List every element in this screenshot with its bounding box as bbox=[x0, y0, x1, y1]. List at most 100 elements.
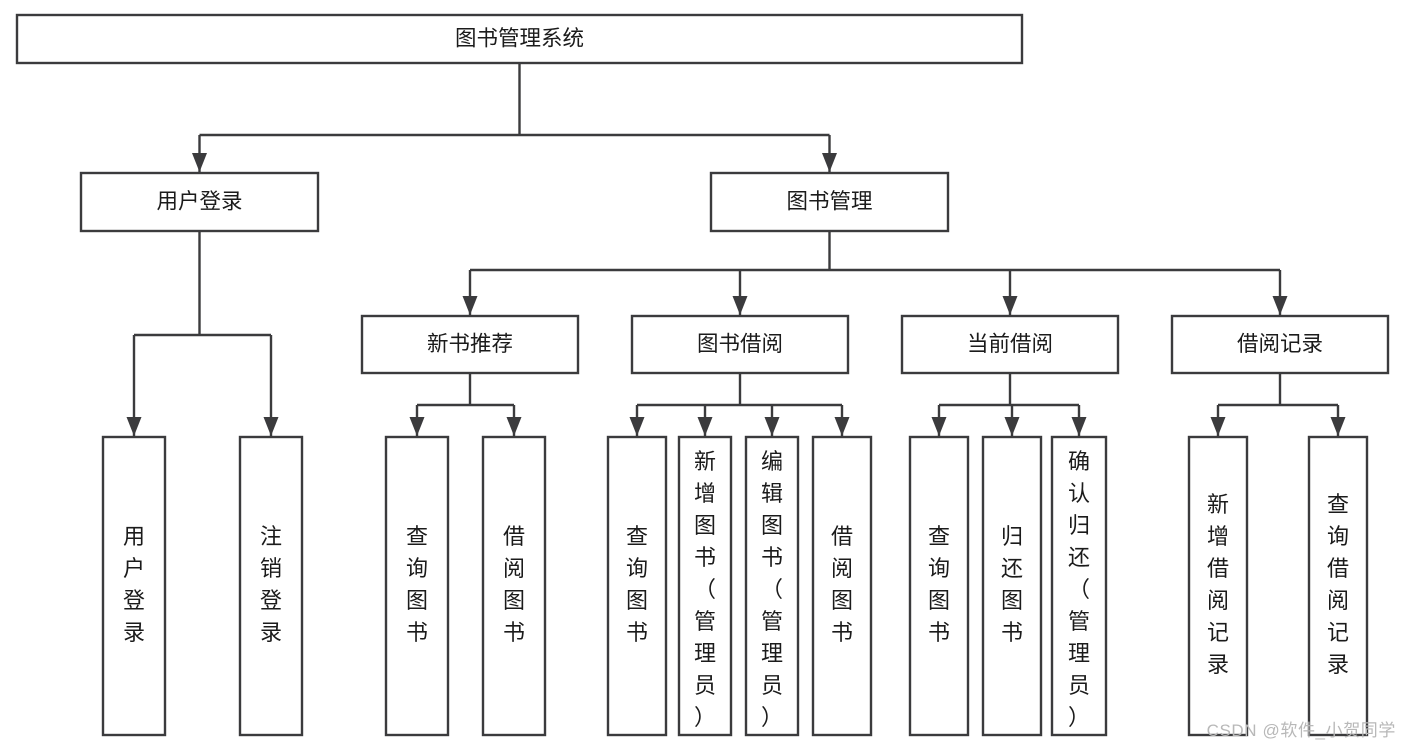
svg-text:记: 记 bbox=[1327, 620, 1349, 645]
svg-text:理: 理 bbox=[694, 641, 716, 666]
svg-text:登: 登 bbox=[260, 588, 282, 613]
svg-text:员: 员 bbox=[1068, 673, 1090, 698]
svg-text:编: 编 bbox=[761, 449, 783, 474]
svg-text:认: 认 bbox=[1068, 481, 1090, 506]
svg-text:书: 书 bbox=[1001, 620, 1023, 645]
svg-text:图: 图 bbox=[503, 588, 525, 613]
node-layer: 图书管理系统用户登录图书管理新书推荐图书借阅当前借阅借阅记录用户登录注销登录查询… bbox=[15, 13, 1390, 737]
svg-text:录: 录 bbox=[1327, 652, 1349, 677]
arrow-head-icon bbox=[126, 417, 142, 436]
svg-text:阅: 阅 bbox=[1207, 588, 1229, 613]
arrow-head-icon bbox=[1210, 417, 1226, 436]
node-leaf-user-login[interactable]: 用户登录 bbox=[101, 435, 167, 737]
svg-text:）: ） bbox=[694, 705, 716, 730]
arrow-head-icon bbox=[1272, 296, 1288, 315]
arrow-head-icon bbox=[506, 417, 522, 436]
arrow-head-icon bbox=[1330, 417, 1346, 436]
svg-text:书: 书 bbox=[761, 545, 783, 570]
node-new-book-rec[interactable]: 新书推荐 bbox=[360, 314, 580, 375]
svg-text:借: 借 bbox=[1207, 556, 1229, 581]
svg-text:录: 录 bbox=[1207, 652, 1229, 677]
svg-text:书: 书 bbox=[831, 620, 853, 645]
svg-text:询: 询 bbox=[1327, 524, 1349, 549]
svg-text:（: （ bbox=[761, 577, 783, 602]
svg-text:图: 图 bbox=[928, 588, 950, 613]
arrow-head-icon bbox=[263, 417, 279, 436]
svg-text:书: 书 bbox=[503, 620, 525, 645]
arrow-head-icon bbox=[1002, 296, 1018, 315]
node-current-borrow-label: 当前借阅 bbox=[967, 332, 1053, 356]
arrow-head-icon bbox=[1004, 417, 1020, 436]
svg-text:户: 户 bbox=[123, 556, 145, 581]
node-new-book-rec-label: 新书推荐 bbox=[427, 332, 513, 356]
svg-text:员: 员 bbox=[694, 673, 716, 698]
svg-text:）: ） bbox=[761, 705, 783, 730]
node-borrow-record[interactable]: 借阅记录 bbox=[1170, 314, 1390, 375]
svg-text:图: 图 bbox=[1001, 588, 1023, 613]
svg-text:图: 图 bbox=[626, 588, 648, 613]
node-current-borrow[interactable]: 当前借阅 bbox=[900, 314, 1120, 375]
svg-text:员: 员 bbox=[761, 673, 783, 698]
arrow-head-icon bbox=[834, 417, 850, 436]
svg-text:注: 注 bbox=[260, 524, 282, 549]
svg-text:询: 询 bbox=[626, 556, 648, 581]
svg-text:阅: 阅 bbox=[503, 556, 525, 581]
svg-text:借: 借 bbox=[1327, 556, 1349, 581]
svg-text:（: （ bbox=[694, 577, 716, 602]
svg-text:新: 新 bbox=[1207, 492, 1229, 517]
node-book-manage[interactable]: 图书管理 bbox=[709, 171, 950, 233]
svg-text:询: 询 bbox=[928, 556, 950, 581]
node-user-login-label: 用户登录 bbox=[156, 190, 242, 214]
node-book-borrow[interactable]: 图书借阅 bbox=[630, 314, 850, 375]
svg-text:阅: 阅 bbox=[831, 556, 853, 581]
node-borrow-record-label: 借阅记录 bbox=[1237, 332, 1323, 356]
node-user-login[interactable]: 用户登录 bbox=[79, 171, 320, 233]
arrow-head-icon bbox=[409, 417, 425, 436]
svg-text:用: 用 bbox=[123, 524, 145, 549]
svg-text:图: 图 bbox=[761, 513, 783, 538]
svg-text:书: 书 bbox=[694, 545, 716, 570]
arrow-head-icon bbox=[822, 153, 837, 172]
svg-text:确: 确 bbox=[1068, 449, 1090, 474]
svg-text:录: 录 bbox=[123, 620, 145, 645]
svg-text:还: 还 bbox=[1068, 545, 1090, 570]
svg-text:理: 理 bbox=[761, 641, 783, 666]
svg-text:记: 记 bbox=[1207, 620, 1229, 645]
arrow-head-icon bbox=[462, 296, 478, 315]
svg-text:阅: 阅 bbox=[1327, 588, 1349, 613]
arrow-head-icon bbox=[764, 417, 780, 436]
svg-text:图: 图 bbox=[831, 588, 853, 613]
arrow-head-icon bbox=[697, 417, 713, 436]
node-root-label: 图书管理系统 bbox=[455, 27, 584, 51]
svg-text:登: 登 bbox=[123, 588, 145, 613]
svg-text:借: 借 bbox=[503, 524, 525, 549]
svg-text:图: 图 bbox=[694, 513, 716, 538]
arrow-head-icon bbox=[931, 417, 947, 436]
node-root-system[interactable]: 图书管理系统 bbox=[15, 13, 1024, 65]
arrow-head-icon bbox=[629, 417, 645, 436]
arrow-head-icon bbox=[1071, 417, 1087, 436]
svg-text:查: 查 bbox=[1327, 492, 1349, 517]
svg-text:查: 查 bbox=[928, 524, 950, 549]
svg-text:管: 管 bbox=[694, 609, 716, 634]
svg-text:查: 查 bbox=[626, 524, 648, 549]
